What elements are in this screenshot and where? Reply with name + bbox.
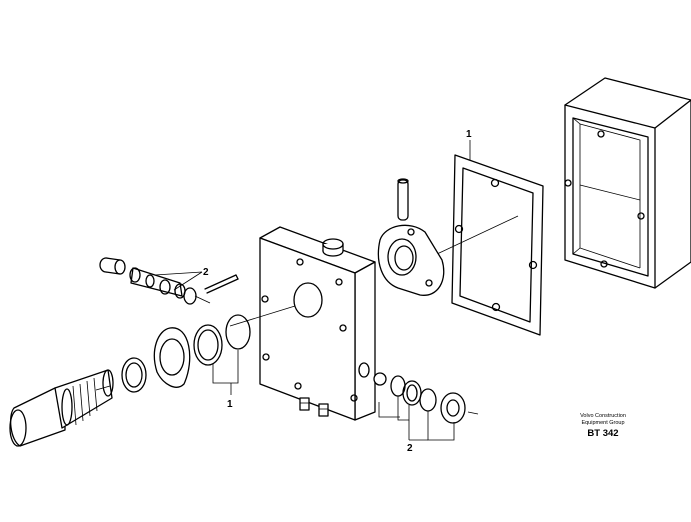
callout-pin-assembly: 2 — [203, 267, 209, 278]
housing-box — [564, 77, 691, 289]
callout-cover-gasket: 1 — [466, 129, 472, 140]
company-name-line2: Equipment Group — [581, 420, 625, 426]
roll-pin — [204, 274, 239, 294]
callout-seals-right: 2 — [407, 443, 413, 454]
company-name-line1: Volvo Construction — [580, 413, 626, 419]
cover-gasket — [451, 154, 544, 336]
threaded-cartridge — [9, 369, 114, 447]
locking-pin — [397, 178, 409, 221]
valve-block — [259, 226, 376, 421]
drawing-code: BT 342 — [587, 428, 619, 439]
flange — [377, 224, 445, 296]
right-seals — [373, 372, 466, 424]
callout-o-rings-left: 1 — [227, 399, 233, 410]
plunger-assembly — [99, 257, 211, 305]
o-ring-seals — [121, 314, 251, 393]
